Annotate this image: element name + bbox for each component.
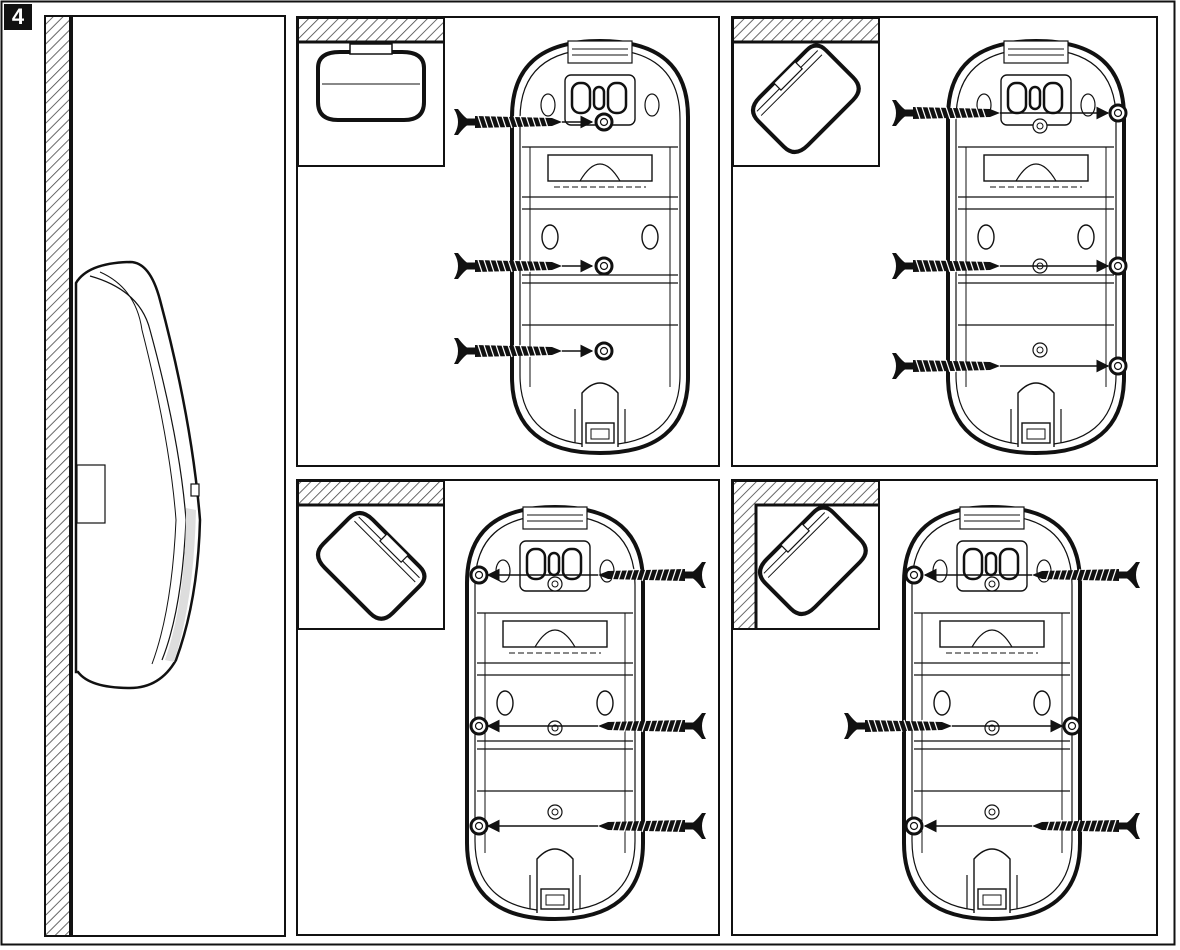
screw-icon — [454, 338, 562, 364]
screw-icon — [454, 109, 562, 135]
screw-icon — [892, 253, 1000, 279]
detector-angled-icon — [747, 41, 864, 158]
screw-icon — [1032, 562, 1140, 588]
panel-wall-side-view — [44, 15, 286, 937]
panel-ceiling-angled-left — [296, 479, 720, 936]
figure-number: 4 — [4, 4, 32, 30]
screws-layer — [454, 100, 1140, 839]
panel-ceiling-angled-right — [731, 16, 1158, 467]
screw-icon — [1032, 813, 1140, 839]
detector-front-icon — [316, 43, 426, 122]
panel-corner-mount — [731, 479, 1158, 936]
mounting-base-icon — [467, 507, 643, 919]
mounting-base-icon — [904, 507, 1080, 919]
mounting-base-icon — [510, 39, 690, 455]
screw-icon — [598, 562, 706, 588]
screw-icon — [844, 713, 952, 739]
detector-side-icon — [74, 260, 202, 690]
detector-angled-icon — [754, 503, 871, 620]
screw-icon — [598, 713, 706, 739]
mounting-base-icon — [946, 39, 1126, 455]
screw-icon — [454, 253, 562, 279]
screw-icon — [892, 100, 1000, 126]
screw-icon — [892, 353, 1000, 379]
screw-icon — [598, 813, 706, 839]
panel-ceiling-front — [296, 16, 720, 467]
detector-angled-icon — [312, 507, 429, 624]
